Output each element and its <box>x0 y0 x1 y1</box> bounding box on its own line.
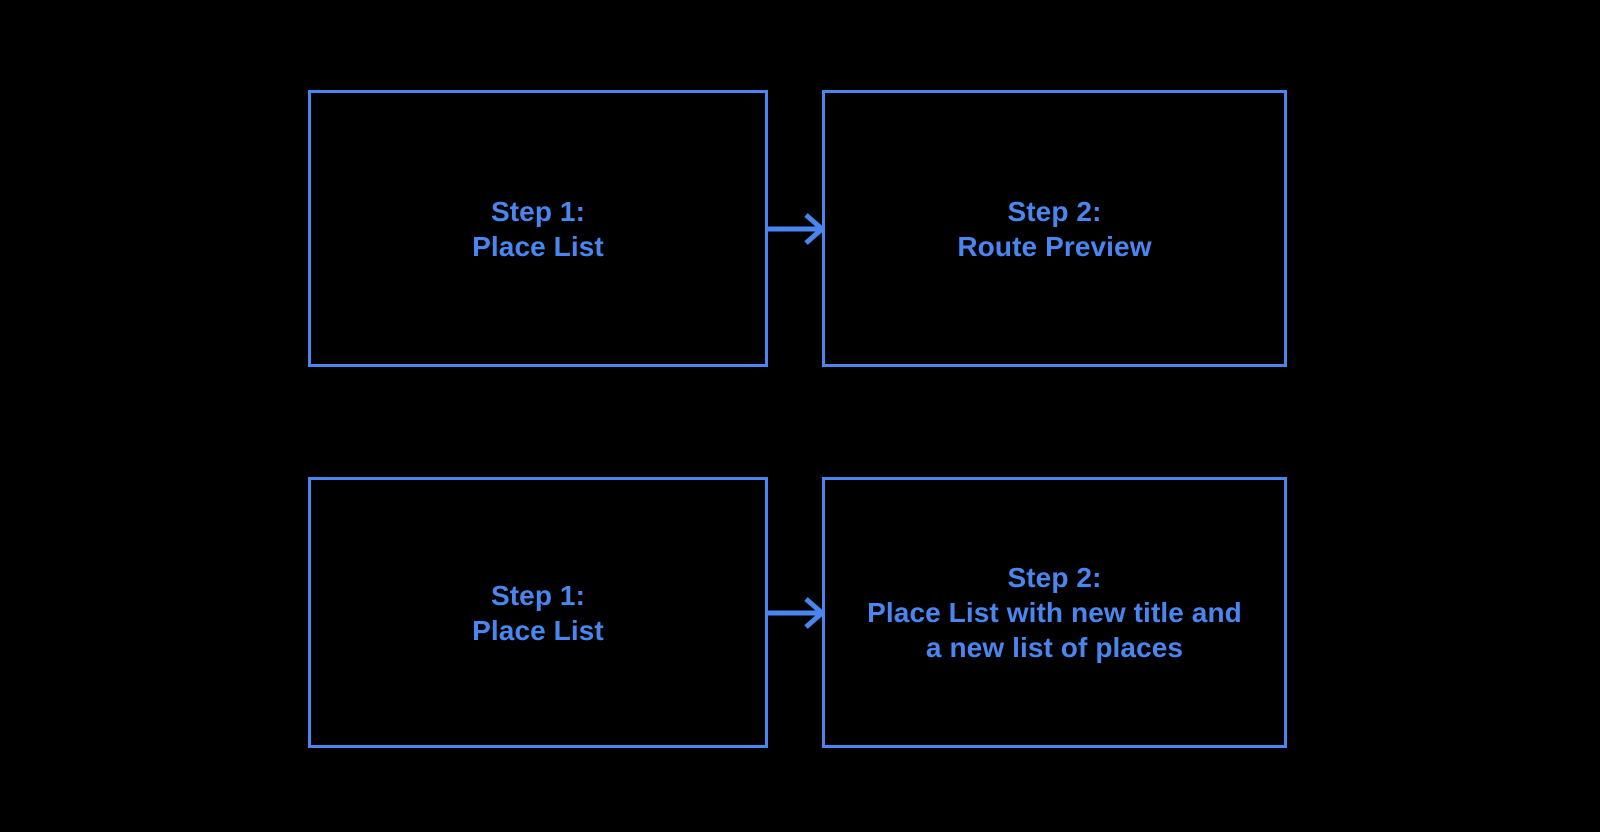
step-box-bottom-from[interactable]: Step 1: Place List <box>308 477 768 748</box>
arrow-right-icon-top <box>802 212 824 246</box>
flow-row-top: Step 1: Place List Step 2: Route Preview <box>308 90 1287 367</box>
arrow-shaft-bottom <box>768 610 822 615</box>
flow-row-bottom: Step 1: Place List Step 2: Place List wi… <box>308 477 1287 748</box>
arrow-right-icon-bottom <box>802 596 824 630</box>
step-box-bottom-to[interactable]: Step 2: Place List with new title and a … <box>822 477 1287 748</box>
step-box-top-to-label: Step 2: Route Preview <box>957 195 1152 262</box>
step-box-bottom-from-label: Step 1: Place List <box>472 579 604 646</box>
step-box-top-from-label: Step 1: Place List <box>472 195 604 262</box>
arrow-shaft-top <box>768 226 822 231</box>
connector-top <box>768 209 824 249</box>
step-box-bottom-to-label: Step 2: Place List with new title and a … <box>867 562 1242 663</box>
step-box-top-to[interactable]: Step 2: Route Preview <box>822 90 1287 367</box>
connector-bottom <box>768 593 824 633</box>
step-box-top-from[interactable]: Step 1: Place List <box>308 90 768 367</box>
